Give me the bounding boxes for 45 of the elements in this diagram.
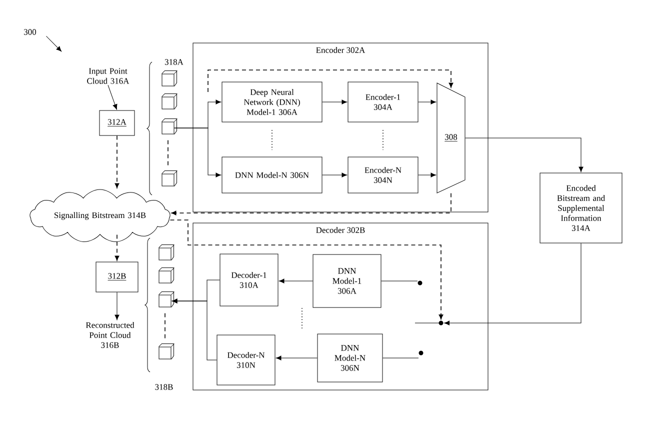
cube <box>158 344 174 360</box>
arrow <box>418 100 436 104</box>
cube <box>162 94 178 110</box>
arrow <box>278 278 313 284</box>
arrow <box>465 138 584 172</box>
encoder-stage-box: Encoder-1 304A <box>348 82 418 122</box>
dashed-arrow <box>170 220 444 320</box>
cube <box>162 170 178 186</box>
encoder-stage-box: Encoder-N 304N <box>348 156 418 194</box>
arrow <box>174 128 222 178</box>
bitstream-cloud: Signalling Bitstream 314B <box>30 189 170 242</box>
model-box: DNN Model-N 306N <box>317 334 383 382</box>
cube <box>158 268 174 284</box>
cube <box>162 70 178 86</box>
model-box: DNN Model-1 306A <box>312 254 382 308</box>
reference-number: 300 <box>24 29 36 35</box>
cube <box>158 292 174 308</box>
arrow <box>172 298 217 360</box>
arrow <box>418 172 436 178</box>
arrow <box>46 36 62 52</box>
decoder-stage-box: Decoder-1 310A <box>220 254 278 306</box>
arrow <box>114 292 120 320</box>
reference-label: 318A <box>164 59 184 65</box>
input-label: Input Point Cloud 316A <box>87 68 130 84</box>
dashed-arrow <box>114 234 120 261</box>
output-box: Encoded Bitstream and Supplemental Information 314A <box>540 172 622 244</box>
reference-label: 318B <box>155 384 173 390</box>
arrow <box>322 172 348 178</box>
model-box: Deep Neural Network (DNN) Model-1 306A <box>222 82 322 122</box>
decoder-stage-box: Decoder-N 310N <box>216 334 276 386</box>
dashed-arrow <box>208 70 454 92</box>
process-box: 312B <box>96 262 138 292</box>
dashed-arrow <box>171 192 452 216</box>
model-box: DNN Model-N 306N <box>222 156 322 194</box>
arrow <box>108 84 118 110</box>
arrow <box>276 356 318 360</box>
arrow <box>322 100 348 104</box>
output-label: Reconstructed Point Cloud 316B <box>86 322 134 348</box>
connector-line <box>381 280 418 282</box>
process-box: 312A <box>99 110 135 136</box>
dashed-arrow <box>114 135 120 188</box>
cube <box>158 244 174 260</box>
cube <box>162 118 178 134</box>
multiplexer-trapezoid: 308 <box>436 82 466 194</box>
arrow <box>444 243 582 326</box>
